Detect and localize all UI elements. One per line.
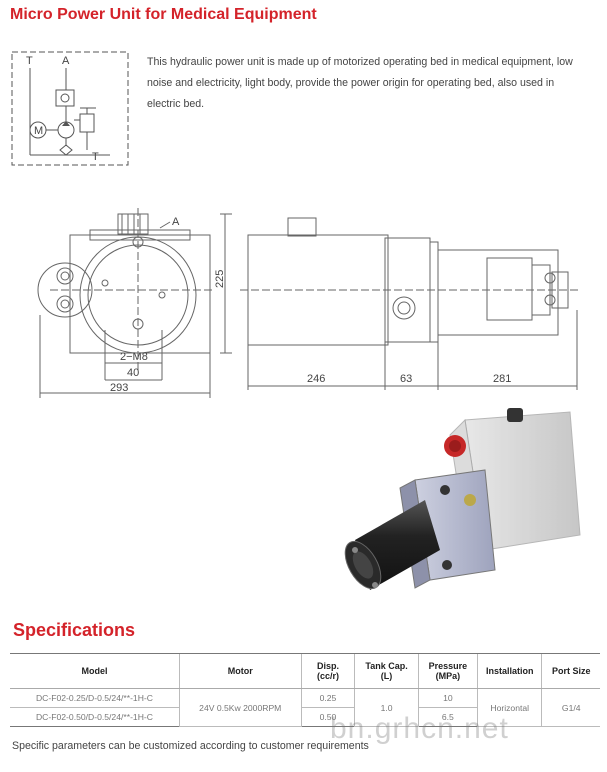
cell-tank: 1.0 — [354, 688, 419, 727]
port-t-label: T — [26, 55, 33, 67]
header-disp: Disp.(cc/r) — [300, 653, 355, 689]
cell-installation: Horizontal — [476, 688, 542, 727]
cell-disp: 0.25 — [300, 688, 355, 708]
table-row: DC-F02-0.50/D-0.5/24/**-1H-C 0.50 6.5 — [10, 707, 600, 727]
front-port-a-label: A — [172, 216, 180, 228]
power-unit-render — [344, 408, 581, 590]
product-description: This hydraulic power unit is made up of … — [147, 56, 573, 110]
watermark: bn.grhcn.net — [330, 712, 509, 745]
dim-225: 225 — [214, 270, 226, 288]
side-view — [240, 217, 580, 346]
svg-text:M: M — [34, 125, 43, 137]
specifications-title: Specifications — [13, 620, 136, 640]
header-pressure: Pressure(MPa) — [417, 653, 478, 689]
cell-model: DC-F02-0.50/D-0.5/24/**-1H-C — [10, 707, 180, 727]
cell-pressure: 10 — [417, 688, 478, 708]
header-motor: Motor — [178, 653, 302, 689]
cell-motor: 24V 0.5Kw 2000RPM — [178, 688, 302, 727]
specifications-table: Model Motor Disp.(cc/r) Tank Cap.(L) Pre… — [10, 653, 600, 727]
header-port-size: Port Size — [541, 653, 600, 689]
technical-drawings: A 225 2−M8 40 293 246 63 281 — [37, 208, 580, 398]
dim-2m8: 2−M8 — [120, 351, 148, 363]
cell-pressure: 6.5 — [417, 707, 478, 727]
dim-281: 281 — [493, 373, 511, 385]
cell-model: DC-F02-0.25/D-0.5/24/**-1H-C — [10, 688, 180, 708]
port-t-bottom-label: T — [92, 151, 99, 163]
header-installation: Installation — [476, 653, 542, 689]
page-title: Micro Power Unit for Medical Equipment — [10, 6, 317, 23]
table-row: DC-F02-0.25/D-0.5/24/**-1H-C 24V 0.5Kw 2… — [10, 688, 600, 727]
hydraulic-schematic: T A T M — [11, 51, 129, 166]
front-view — [37, 208, 215, 370]
port-a-label: A — [62, 55, 70, 67]
dim-40: 40 — [127, 367, 139, 379]
cell-disp: 0.50 — [300, 707, 355, 727]
header-model: Model — [10, 653, 180, 689]
header-tank: Tank Cap.(L) — [354, 653, 419, 689]
cell-port-size: G1/4 — [541, 688, 600, 727]
dim-293: 293 — [110, 382, 128, 394]
customization-note: Specific parameters can be customized ac… — [12, 740, 369, 752]
dim-63: 63 — [400, 373, 412, 385]
dim-246: 246 — [307, 373, 325, 385]
table-header-row: Model Motor Disp.(cc/r) Tank Cap.(L) Pre… — [10, 653, 600, 689]
